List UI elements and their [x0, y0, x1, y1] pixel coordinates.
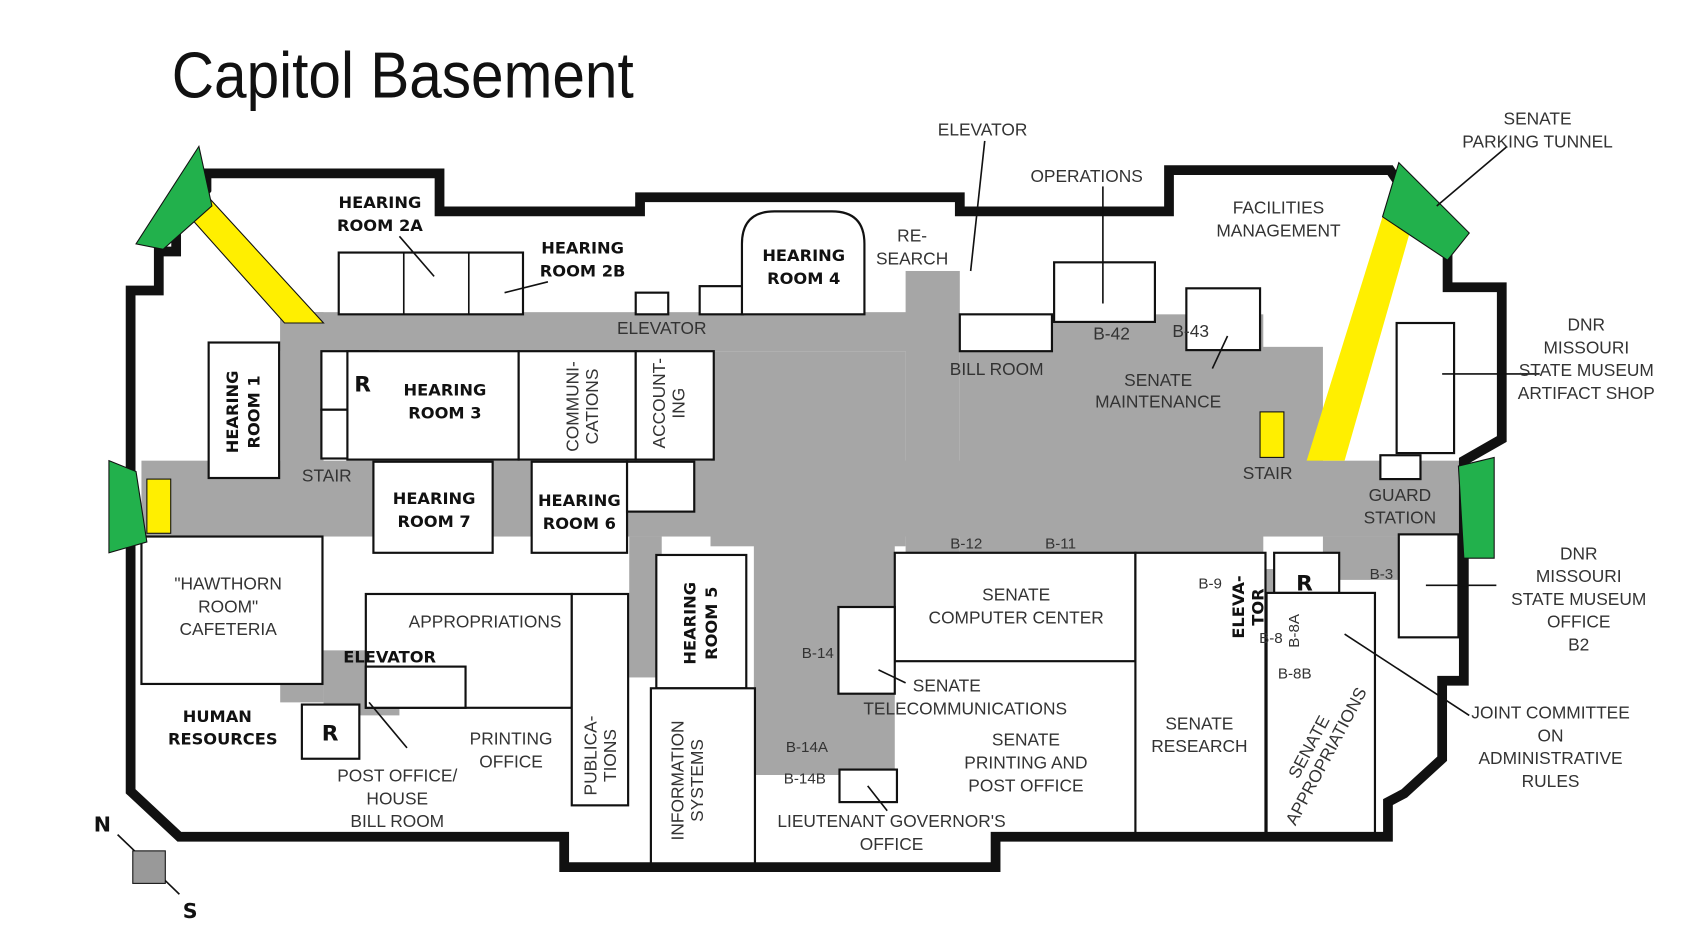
- label-restroom-right: R: [1296, 572, 1313, 597]
- label-elevator-right: ELEVA-TOR: [1229, 575, 1268, 638]
- label-publications: PUBLICA-TIONS: [581, 716, 621, 796]
- label-b12: B-12: [950, 535, 982, 552]
- label-b43: B-43: [1172, 321, 1209, 341]
- label-b3: B-3: [1370, 566, 1394, 583]
- entrances: [108, 144, 1495, 559]
- entrance-west: [108, 459, 148, 554]
- label-b8b: B-8B: [1278, 666, 1312, 683]
- label-elevator-top: ELEVATOR: [938, 119, 1028, 139]
- label-b14b: B-14B: [784, 771, 826, 788]
- map-title: Capitol Basement: [172, 40, 634, 113]
- rooms: [140, 210, 1460, 869]
- label-communications: COMMUNI-CATIONS: [562, 361, 602, 451]
- label-operations: OPERATIONS: [1030, 166, 1142, 186]
- label-restroom-bottom: R: [322, 721, 339, 746]
- entrance-east: [1457, 456, 1495, 559]
- label-accounting: ACCOUNT-ING: [649, 358, 689, 448]
- label-b14: B-14: [802, 645, 834, 662]
- compass-north: N: [94, 812, 111, 836]
- label-appropriations: APPROPRIATIONS: [409, 612, 562, 632]
- label-elevator-corridor: ELEVATOR: [617, 318, 707, 338]
- entrance-northwest: [135, 144, 213, 250]
- entrance-northeast: [1381, 161, 1470, 261]
- label-b8: B-8: [1259, 630, 1283, 647]
- label-stair-right: STAIR: [1243, 463, 1293, 483]
- label-elevator-left: ELEVATOR: [343, 647, 436, 666]
- label-stair-left: STAIR: [302, 465, 352, 485]
- compass-south: S: [183, 899, 198, 923]
- label-b42: B-42: [1093, 323, 1130, 343]
- label-b8a: B-8A: [1286, 613, 1303, 648]
- tunnel-northwest: [184, 194, 325, 324]
- tunnel-senate-parking: [1306, 216, 1410, 461]
- leader-lines: [368, 140, 1540, 812]
- corridors: [141, 270, 1464, 775]
- compass: N S: [94, 812, 198, 923]
- label-research: RE-SEARCH: [876, 226, 948, 269]
- label-restroom-left: R: [354, 372, 371, 397]
- label-b11: B-11: [1045, 535, 1076, 552]
- label-b9: B-9: [1198, 576, 1222, 593]
- label-b14a: B-14A: [786, 739, 829, 756]
- label-information-systems: INFORMATIONSYSTEMS: [667, 720, 707, 840]
- label-bill-room: BILL ROOM: [950, 359, 1044, 379]
- compass-square-icon: [132, 850, 166, 884]
